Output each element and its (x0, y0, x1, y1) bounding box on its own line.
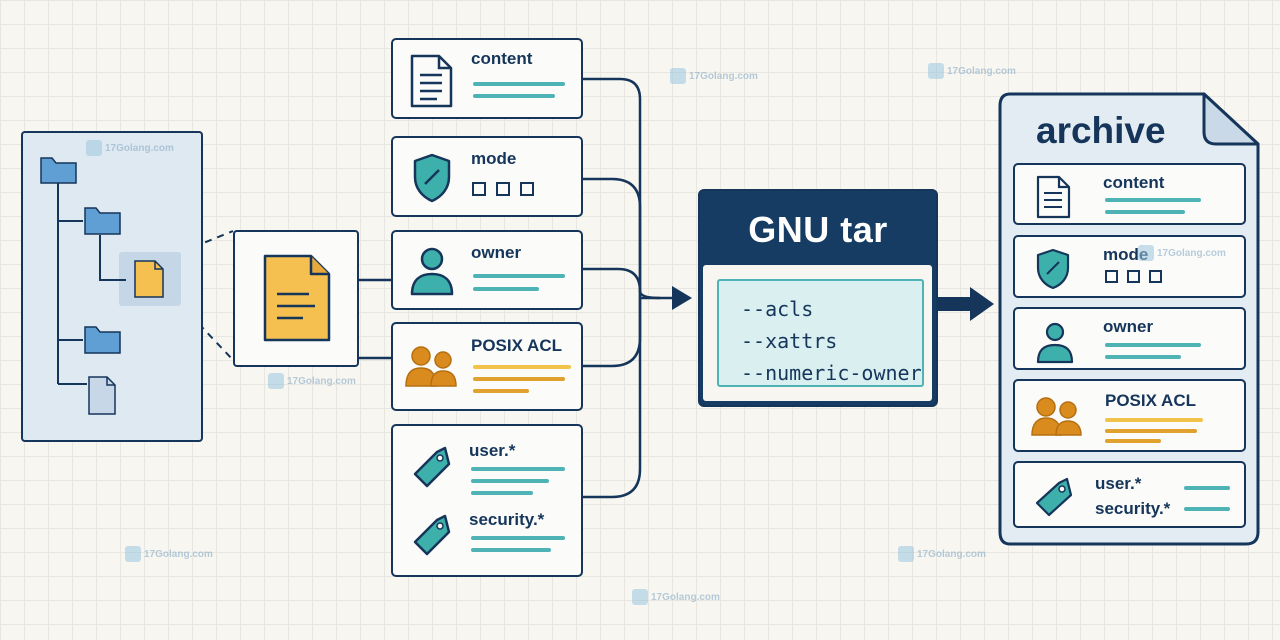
watermark: 17Golang.com (898, 546, 986, 562)
users-icon (1031, 397, 1082, 436)
archive-owner-item: owner (1013, 307, 1246, 370)
tar-title: GNU tar (748, 209, 888, 250)
document-icon (1036, 175, 1071, 219)
permission-bit (1105, 270, 1118, 283)
text-line (471, 548, 551, 552)
watermark-logo-icon (928, 63, 944, 79)
xattr-security-label: security.* (469, 510, 545, 529)
tag-icon (413, 514, 451, 556)
watermark-logo-icon (898, 546, 914, 562)
watermark-logo-icon (670, 68, 686, 84)
watermark-logo-icon (1138, 245, 1154, 261)
archive-title: archive (1036, 110, 1166, 151)
content-card: content (391, 38, 583, 119)
mode-label: mode (471, 149, 517, 168)
text-line (473, 287, 539, 291)
xattr-user-label: user.* (469, 441, 516, 460)
xattrs-card: user.* security.* (391, 424, 583, 577)
text-line (473, 377, 565, 381)
permission-bit (1149, 270, 1162, 283)
archive-xattr-security-label: security.* (1095, 499, 1171, 518)
watermark: 17Golang.com (86, 140, 174, 156)
text-line (1105, 355, 1181, 359)
watermark: 17Golang.com (125, 546, 213, 562)
permission-bit (472, 182, 486, 196)
archive-mode-item: mode (1013, 235, 1246, 298)
text-line (471, 479, 549, 483)
watermark-logo-icon (632, 589, 648, 605)
file-icon (88, 376, 116, 415)
text-line (1184, 486, 1230, 490)
mode-card: mode (391, 136, 583, 217)
archive-xattrs-item: user.* security.* (1013, 461, 1246, 528)
text-line (1184, 507, 1230, 511)
text-line (471, 491, 533, 495)
tag-icon (413, 446, 451, 488)
text-line (1105, 429, 1197, 433)
posix-acl-card: POSIX ACL (391, 322, 583, 411)
text-line (1105, 210, 1185, 214)
archive-content-label: content (1103, 173, 1165, 192)
watermark: 17Golang.com (268, 373, 356, 389)
text-line (1105, 418, 1203, 422)
tag-icon (1035, 477, 1073, 517)
shield-icon (413, 153, 451, 203)
flag-numeric-owner: --numeric-owner (741, 361, 922, 385)
shield-icon (1036, 248, 1070, 290)
text-line (471, 536, 565, 540)
text-line (1105, 198, 1201, 202)
permission-bit (1127, 270, 1140, 283)
watermark: 17Golang.com (632, 589, 720, 605)
archive-xattr-user-label: user.* (1095, 474, 1142, 493)
users-icon (405, 346, 457, 387)
text-line (471, 467, 565, 471)
watermark: 17Golang.com (670, 68, 758, 84)
file-tree (40, 157, 164, 415)
owner-card: owner (391, 230, 583, 310)
user-icon (410, 247, 454, 296)
flag-acls: --acls (741, 297, 814, 321)
archive-posix-acl-item: POSIX ACL (1013, 379, 1246, 452)
text-line (473, 389, 529, 393)
owner-label: owner (471, 243, 522, 262)
folder-icon (84, 326, 121, 354)
user-icon (1036, 322, 1074, 364)
document-icon (410, 54, 453, 108)
text-line (473, 94, 555, 98)
permission-bit (496, 182, 510, 196)
text-line (473, 365, 571, 369)
watermark: 17Golang.com (928, 63, 1016, 79)
archive-content-item: content (1013, 163, 1246, 225)
folder-icon (84, 207, 121, 235)
file-icon (134, 260, 164, 298)
gnu-tar-box: GNU tar --acls --xattrs --numeric-owner (698, 189, 938, 407)
text-line (1105, 343, 1201, 347)
watermark-logo-icon (268, 373, 284, 389)
text-line (1105, 439, 1161, 443)
tar-options-panel: --acls --xattrs --numeric-owner (703, 265, 932, 401)
folder-icon (40, 157, 77, 184)
content-label: content (471, 49, 533, 68)
archive-owner-label: owner (1103, 317, 1154, 336)
archive-posix-acl-label: POSIX ACL (1105, 391, 1196, 410)
permission-bit (520, 182, 534, 196)
tar-flags-box: --acls --xattrs --numeric-owner (717, 279, 924, 387)
source-file-card (233, 230, 359, 367)
watermark-logo-icon (125, 546, 141, 562)
archive-mode-label: mode (1103, 245, 1149, 264)
posix-acl-label: POSIX ACL (471, 336, 562, 355)
watermark: 17Golang.com (1138, 245, 1226, 261)
watermark-logo-icon (86, 140, 102, 156)
flag-xattrs: --xattrs (741, 329, 838, 353)
text-line (473, 82, 565, 86)
file-icon (263, 254, 331, 342)
text-line (473, 274, 565, 278)
